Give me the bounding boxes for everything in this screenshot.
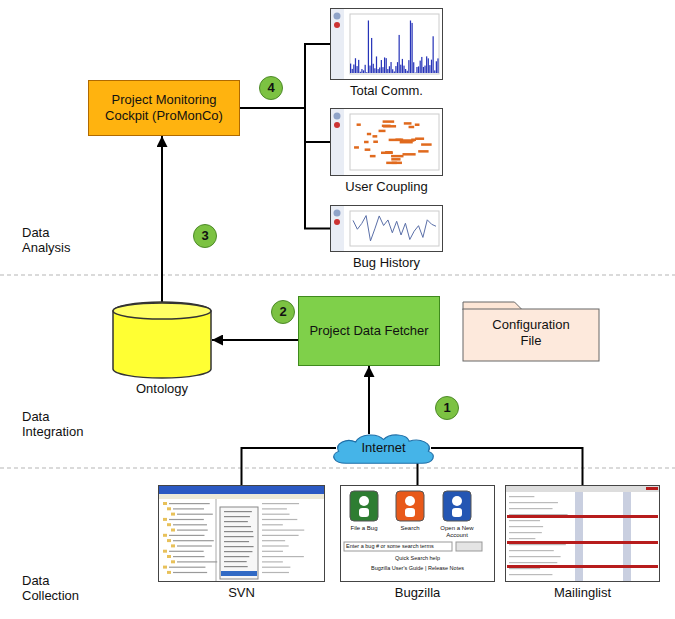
node-caption: Mailinglist [465,585,675,601]
process-box: Project Monitoring Cockpit (ProMonCo) [88,80,240,136]
mail-illustration [505,485,660,582]
button-caption: File a Bug [344,525,384,532]
section-label: Data Collection [22,574,100,604]
button-caption: Open a New Account [437,525,477,539]
connector-line [161,136,163,302]
screenshot-thumbnail: Bug History [330,205,443,252]
connector-line [240,108,330,229]
callout-number: 1 [435,396,459,420]
dashed-separator [0,468,675,469]
connector-line [212,339,298,341]
dashed-separator [0,275,675,276]
network-cloud: Internet [330,431,437,465]
node-caption: Ontology [72,381,252,397]
connector-line [242,448,337,485]
callout-number: 2 [271,300,295,324]
help-link: Quick Search help [340,555,495,561]
coupling-illustration [330,108,443,176]
connector-line [368,366,370,434]
node-caption: SVN [118,585,365,601]
section-label: Data Integration [22,410,100,440]
footer-links: Bugzilla User's Guide | Release Notes [340,565,495,571]
node-caption: User Coupling [290,179,483,195]
section-label: Data Analysis [22,226,100,256]
search-hint: Enter a bug # or some search terms [346,543,452,549]
file-folder: Configuration File [462,300,600,362]
process-box: Project Data Fetcher [298,296,440,366]
connector-line [240,108,330,142]
bars-illustration [330,8,443,80]
database-cylinder: Ontology [112,302,212,378]
node-caption: Bug History [290,255,483,271]
node-label: Internet [361,440,405,456]
connector-line [431,448,583,485]
screenshot-thumbnail: Mailinglist [505,485,660,582]
connector-line [417,462,419,485]
callout-number: 3 [193,224,217,248]
node-caption: Total Comm. [290,83,483,99]
button-caption: Search [390,525,430,532]
connector-line [240,44,330,108]
history-illustration [330,205,443,252]
screenshot-thumbnail: Total Comm. [330,8,443,80]
node-label: Project Monitoring Cockpit (ProMonCo) [95,92,233,123]
screenshot-thumbnail: User Coupling [330,108,443,176]
cylinder-illustration [112,302,212,378]
callout-number: 4 [259,76,283,100]
node-label: Configuration File [483,317,579,348]
svn-illustration [158,485,325,582]
screenshot-thumbnail: SVN [158,485,325,582]
node-caption: Bugzilla [300,585,535,601]
node-label: Project Data Fetcher [309,323,428,339]
